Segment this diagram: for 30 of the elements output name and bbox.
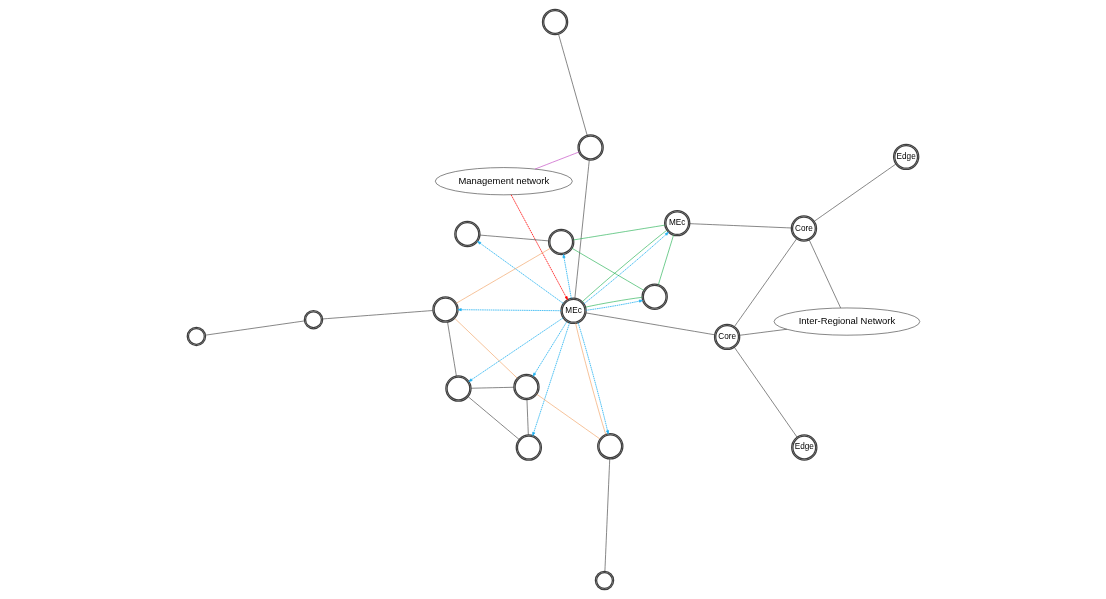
connector (204, 320, 305, 336)
connector (453, 318, 518, 379)
connector (455, 248, 551, 304)
connector (321, 310, 433, 320)
connector (467, 396, 519, 440)
arrow (562, 254, 572, 299)
node-ellipse: Management network (434, 167, 573, 196)
connector (557, 33, 587, 136)
connector (733, 238, 797, 327)
arrow (532, 321, 567, 377)
node-ellipse: Inter-Regional Network (773, 307, 920, 336)
connector (604, 458, 610, 572)
connector (526, 399, 529, 436)
connector (446, 321, 457, 377)
connector (733, 346, 797, 438)
connector (534, 151, 579, 170)
connector (479, 234, 549, 242)
connector (689, 223, 792, 229)
connector (574, 159, 590, 299)
arrow (531, 322, 570, 436)
connector (470, 386, 514, 389)
connector (813, 163, 896, 222)
connector (808, 239, 841, 309)
connector (585, 312, 715, 336)
arrow (457, 308, 561, 312)
arrow (510, 194, 568, 301)
arrow (468, 317, 563, 382)
connector (738, 328, 787, 336)
arrow (476, 241, 564, 304)
connector (536, 393, 600, 440)
